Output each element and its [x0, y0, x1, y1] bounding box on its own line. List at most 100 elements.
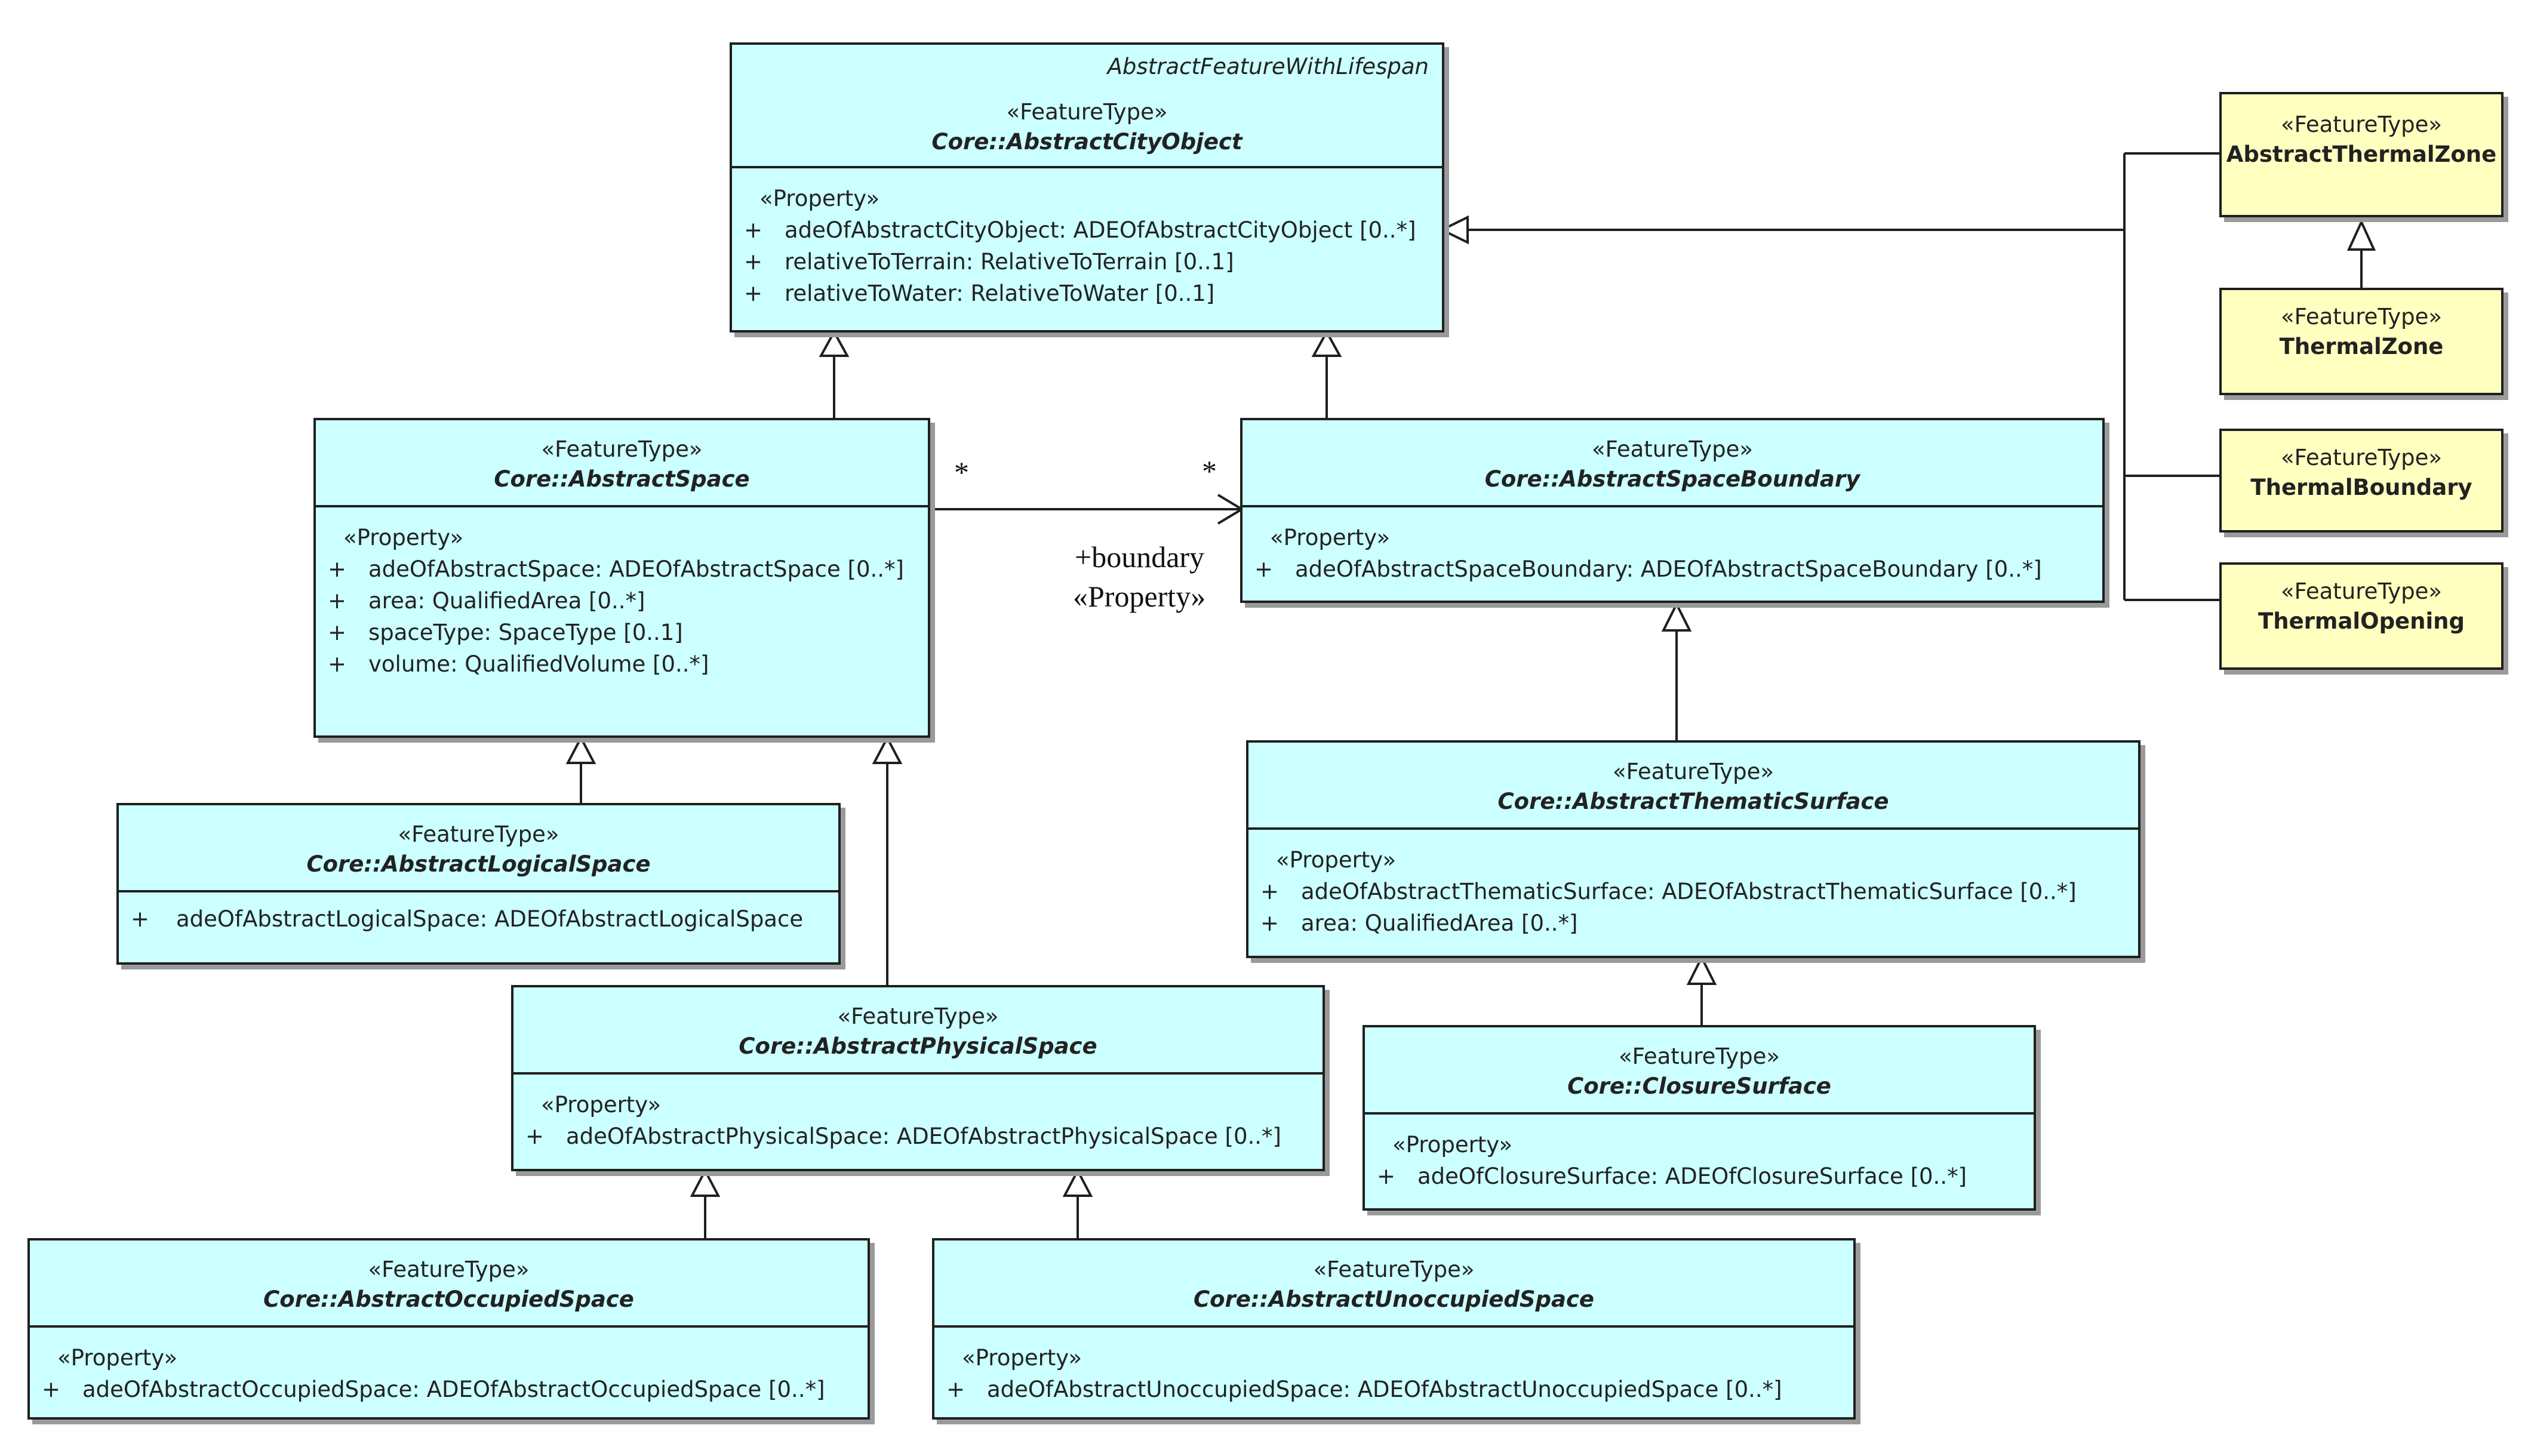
- stereotype-label: «FeatureType»: [541, 436, 703, 462]
- attribute-row: +adeOfAbstractSpace: ADEOfAbstractSpace …: [328, 556, 904, 582]
- class-name: Core::AbstractLogicalSpace: [306, 851, 651, 877]
- stereotype-label: «FeatureType»: [2280, 304, 2443, 330]
- attribute-row: +spaceType: SpaceType [0..1]: [328, 620, 683, 645]
- attributes-compartment: «Property» +adeOfAbstractSpace: ADEOfAbs…: [316, 507, 928, 680]
- attributes-compartment: «Property» +adeOfAbstractOccupiedSpace: …: [30, 1328, 868, 1405]
- attributes-compartment: «Property» +adeOfAbstractCityObject: ADE…: [732, 168, 1442, 309]
- stereotype-label: «FeatureType»: [837, 1003, 999, 1029]
- class-abstract-physical-space[interactable]: «FeatureType» Core::AbstractPhysicalSpac…: [511, 985, 1325, 1171]
- attribute-row: +adeOfAbstractLogicalSpace: ADEOfAbstrac…: [131, 906, 804, 932]
- class-header: «FeatureType» AbstractThermalZone: [2222, 94, 2501, 170]
- class-thermal-zone[interactable]: «FeatureType» ThermalZone: [2219, 288, 2504, 395]
- class-header: «FeatureType» Core::AbstractUnoccupiedSp…: [934, 1240, 1853, 1328]
- class-thermal-opening[interactable]: «FeatureType» ThermalOpening: [2219, 562, 2504, 670]
- class-abstract-occupied-space[interactable]: «FeatureType» Core::AbstractOccupiedSpac…: [27, 1238, 870, 1420]
- attribute-row: +volume: QualifiedVolume [0..*]: [328, 651, 709, 677]
- property-stereotype: «Property»: [57, 1345, 178, 1371]
- generalization-arrowhead: [1062, 1168, 1093, 1197]
- class-name: Core::AbstractCityObject: [931, 129, 1242, 155]
- attributes-compartment: «Property» +adeOfAbstractPhysicalSpace: …: [513, 1075, 1323, 1152]
- class-name: Core::AbstractUnoccupiedSpace: [1193, 1286, 1595, 1312]
- attribute-row: +relativeToWater: RelativeToWater [0..1]: [744, 281, 1215, 306]
- class-abstract-logical-space[interactable]: «FeatureType» Core::AbstractLogicalSpace…: [116, 803, 841, 965]
- source-multiplicity: *: [954, 455, 969, 489]
- property-stereotype: «Property»: [1392, 1132, 1513, 1158]
- class-header: «FeatureType» ThermalBoundary: [2222, 431, 2501, 503]
- class-name: Core::AbstractPhysicalSpace: [739, 1033, 1097, 1059]
- association-role-label: +boundary: [1075, 540, 1205, 574]
- attributes-compartment: +adeOfAbstractLogicalSpace: ADEOfAbstrac…: [119, 892, 838, 935]
- class-header: «FeatureType» ThermalOpening: [2222, 565, 2501, 636]
- class-name: Core::AbstractSpaceBoundary: [1484, 466, 1860, 492]
- generalization-arrowhead: [872, 735, 903, 764]
- generalization-thermal-to-cityobject: [1468, 152, 2219, 601]
- target-multiplicity: *: [1202, 454, 1217, 488]
- class-name: ThermalBoundary: [2250, 475, 2472, 500]
- class-abstract-city-object[interactable]: AbstractFeatureWithLifespan «FeatureType…: [730, 42, 1444, 333]
- association-boundary: [930, 494, 1244, 525]
- property-stereotype: «Property»: [759, 186, 880, 211]
- class-name: Core::AbstractThematicSurface: [1497, 789, 1889, 814]
- property-stereotype: «Property»: [343, 525, 464, 550]
- attributes-compartment: «Property» +adeOfAbstractSpaceBoundary: …: [1242, 507, 2102, 585]
- property-stereotype: «Property»: [541, 1092, 662, 1118]
- class-abstract-space[interactable]: «FeatureType» Core::AbstractSpace «Prope…: [313, 418, 930, 738]
- attribute-row: +adeOfAbstractUnoccupiedSpace: ADEOfAbst…: [946, 1377, 1782, 1402]
- attribute-row: +adeOfAbstractThematicSurface: ADEOfAbst…: [1260, 879, 2077, 904]
- stereotype-label: «FeatureType»: [2280, 445, 2443, 470]
- generalization-arrowhead: [690, 1168, 721, 1197]
- association-role-stereotype: «Property»: [1073, 580, 1206, 613]
- attribute-row: +adeOfAbstractSpaceBoundary: ADEOfAbstra…: [1254, 556, 2042, 582]
- stereotype-label: «FeatureType»: [1006, 99, 1168, 125]
- attribute-row: +adeOfAbstractOccupiedSpace: ADEOfAbstra…: [42, 1377, 825, 1402]
- class-closure-surface[interactable]: «FeatureType» Core::ClosureSurface «Prop…: [1363, 1025, 2036, 1211]
- class-header: «FeatureType» Core::AbstractSpace: [316, 420, 928, 507]
- class-header: «FeatureType» Core::AbstractThematicSurf…: [1248, 743, 2138, 830]
- attribute-row: +relativeToTerrain: RelativeToTerrain [0…: [744, 249, 1234, 275]
- class-name: Core::ClosureSurface: [1567, 1073, 1831, 1099]
- attributes-compartment: «Property» +adeOfAbstractThematicSurface…: [1248, 830, 2138, 939]
- class-header: «FeatureType» Core::AbstractOccupiedSpac…: [30, 1240, 868, 1328]
- stereotype-label: «FeatureType»: [2280, 578, 2443, 604]
- stereotype-label: «FeatureType»: [398, 821, 559, 847]
- attribute-row: +adeOfClosureSurface: ADEOfClosureSurfac…: [1377, 1163, 1967, 1189]
- generalization-arrowhead: [1686, 955, 1717, 985]
- class-name: Core::AbstractSpace: [494, 466, 750, 492]
- generalization-arrowhead: [565, 735, 596, 764]
- property-stereotype: «Property»: [1276, 847, 1397, 873]
- attribute-row: +area: QualifiedArea [0..*]: [328, 588, 645, 614]
- class-name: AbstractThermalZone: [2226, 141, 2497, 167]
- class-abstract-thematic-surface[interactable]: «FeatureType» Core::AbstractThematicSurf…: [1246, 740, 2140, 958]
- property-stereotype: «Property»: [962, 1345, 1082, 1371]
- attributes-compartment: «Property» +adeOfAbstractUnoccupiedSpace…: [934, 1328, 1853, 1405]
- class-name: Core::AbstractOccupiedSpace: [263, 1286, 634, 1312]
- stereotype-label: «FeatureType»: [2280, 112, 2443, 137]
- stereotype-label: «FeatureType»: [1612, 759, 1774, 784]
- stereotype-label: «FeatureType»: [1591, 436, 1754, 462]
- class-header: «FeatureType» Core::AbstractPhysicalSpac…: [513, 987, 1323, 1075]
- generalization-arrowhead: [819, 329, 850, 357]
- abstract-parent-label: AbstractFeatureWithLifespan: [1107, 54, 1429, 79]
- attribute-row: +adeOfAbstractCityObject: ADEOfAbstractC…: [744, 217, 1416, 243]
- generalization-arrowhead: [1661, 601, 1692, 632]
- attributes-compartment: «Property» +adeOfClosureSurface: ADEOfCl…: [1365, 1115, 2034, 1192]
- property-stereotype: «Property»: [1270, 525, 1391, 550]
- stereotype-label: «FeatureType»: [368, 1257, 530, 1282]
- generalization-arrowhead: [2346, 219, 2376, 251]
- generalization-arrowhead: [1311, 329, 1342, 357]
- class-thermal-boundary[interactable]: «FeatureType» ThermalBoundary: [2219, 429, 2504, 532]
- class-header: «FeatureType» ThermalZone: [2222, 290, 2501, 362]
- class-abstract-thermal-zone[interactable]: «FeatureType» AbstractThermalZone: [2219, 92, 2504, 217]
- generalization-arrowhead: [1439, 215, 1469, 245]
- attribute-row: +area: QualifiedArea [0..*]: [1260, 910, 1578, 936]
- class-header: «FeatureType» Core::AbstractLogicalSpace: [119, 805, 838, 892]
- attribute-row: +adeOfAbstractPhysicalSpace: ADEOfAbstra…: [525, 1123, 1281, 1149]
- class-header: «FeatureType» Core::ClosureSurface: [1365, 1027, 2034, 1115]
- stereotype-label: «FeatureType»: [1313, 1257, 1475, 1282]
- class-name: ThermalOpening: [2258, 608, 2465, 634]
- class-name: ThermalZone: [2279, 334, 2444, 359]
- class-abstract-space-boundary[interactable]: «FeatureType» Core::AbstractSpaceBoundar…: [1240, 418, 2105, 603]
- class-header: «FeatureType» Core::AbstractSpaceBoundar…: [1242, 420, 2102, 507]
- class-abstract-unoccupied-space[interactable]: «FeatureType» Core::AbstractUnoccupiedSp…: [932, 1238, 1856, 1420]
